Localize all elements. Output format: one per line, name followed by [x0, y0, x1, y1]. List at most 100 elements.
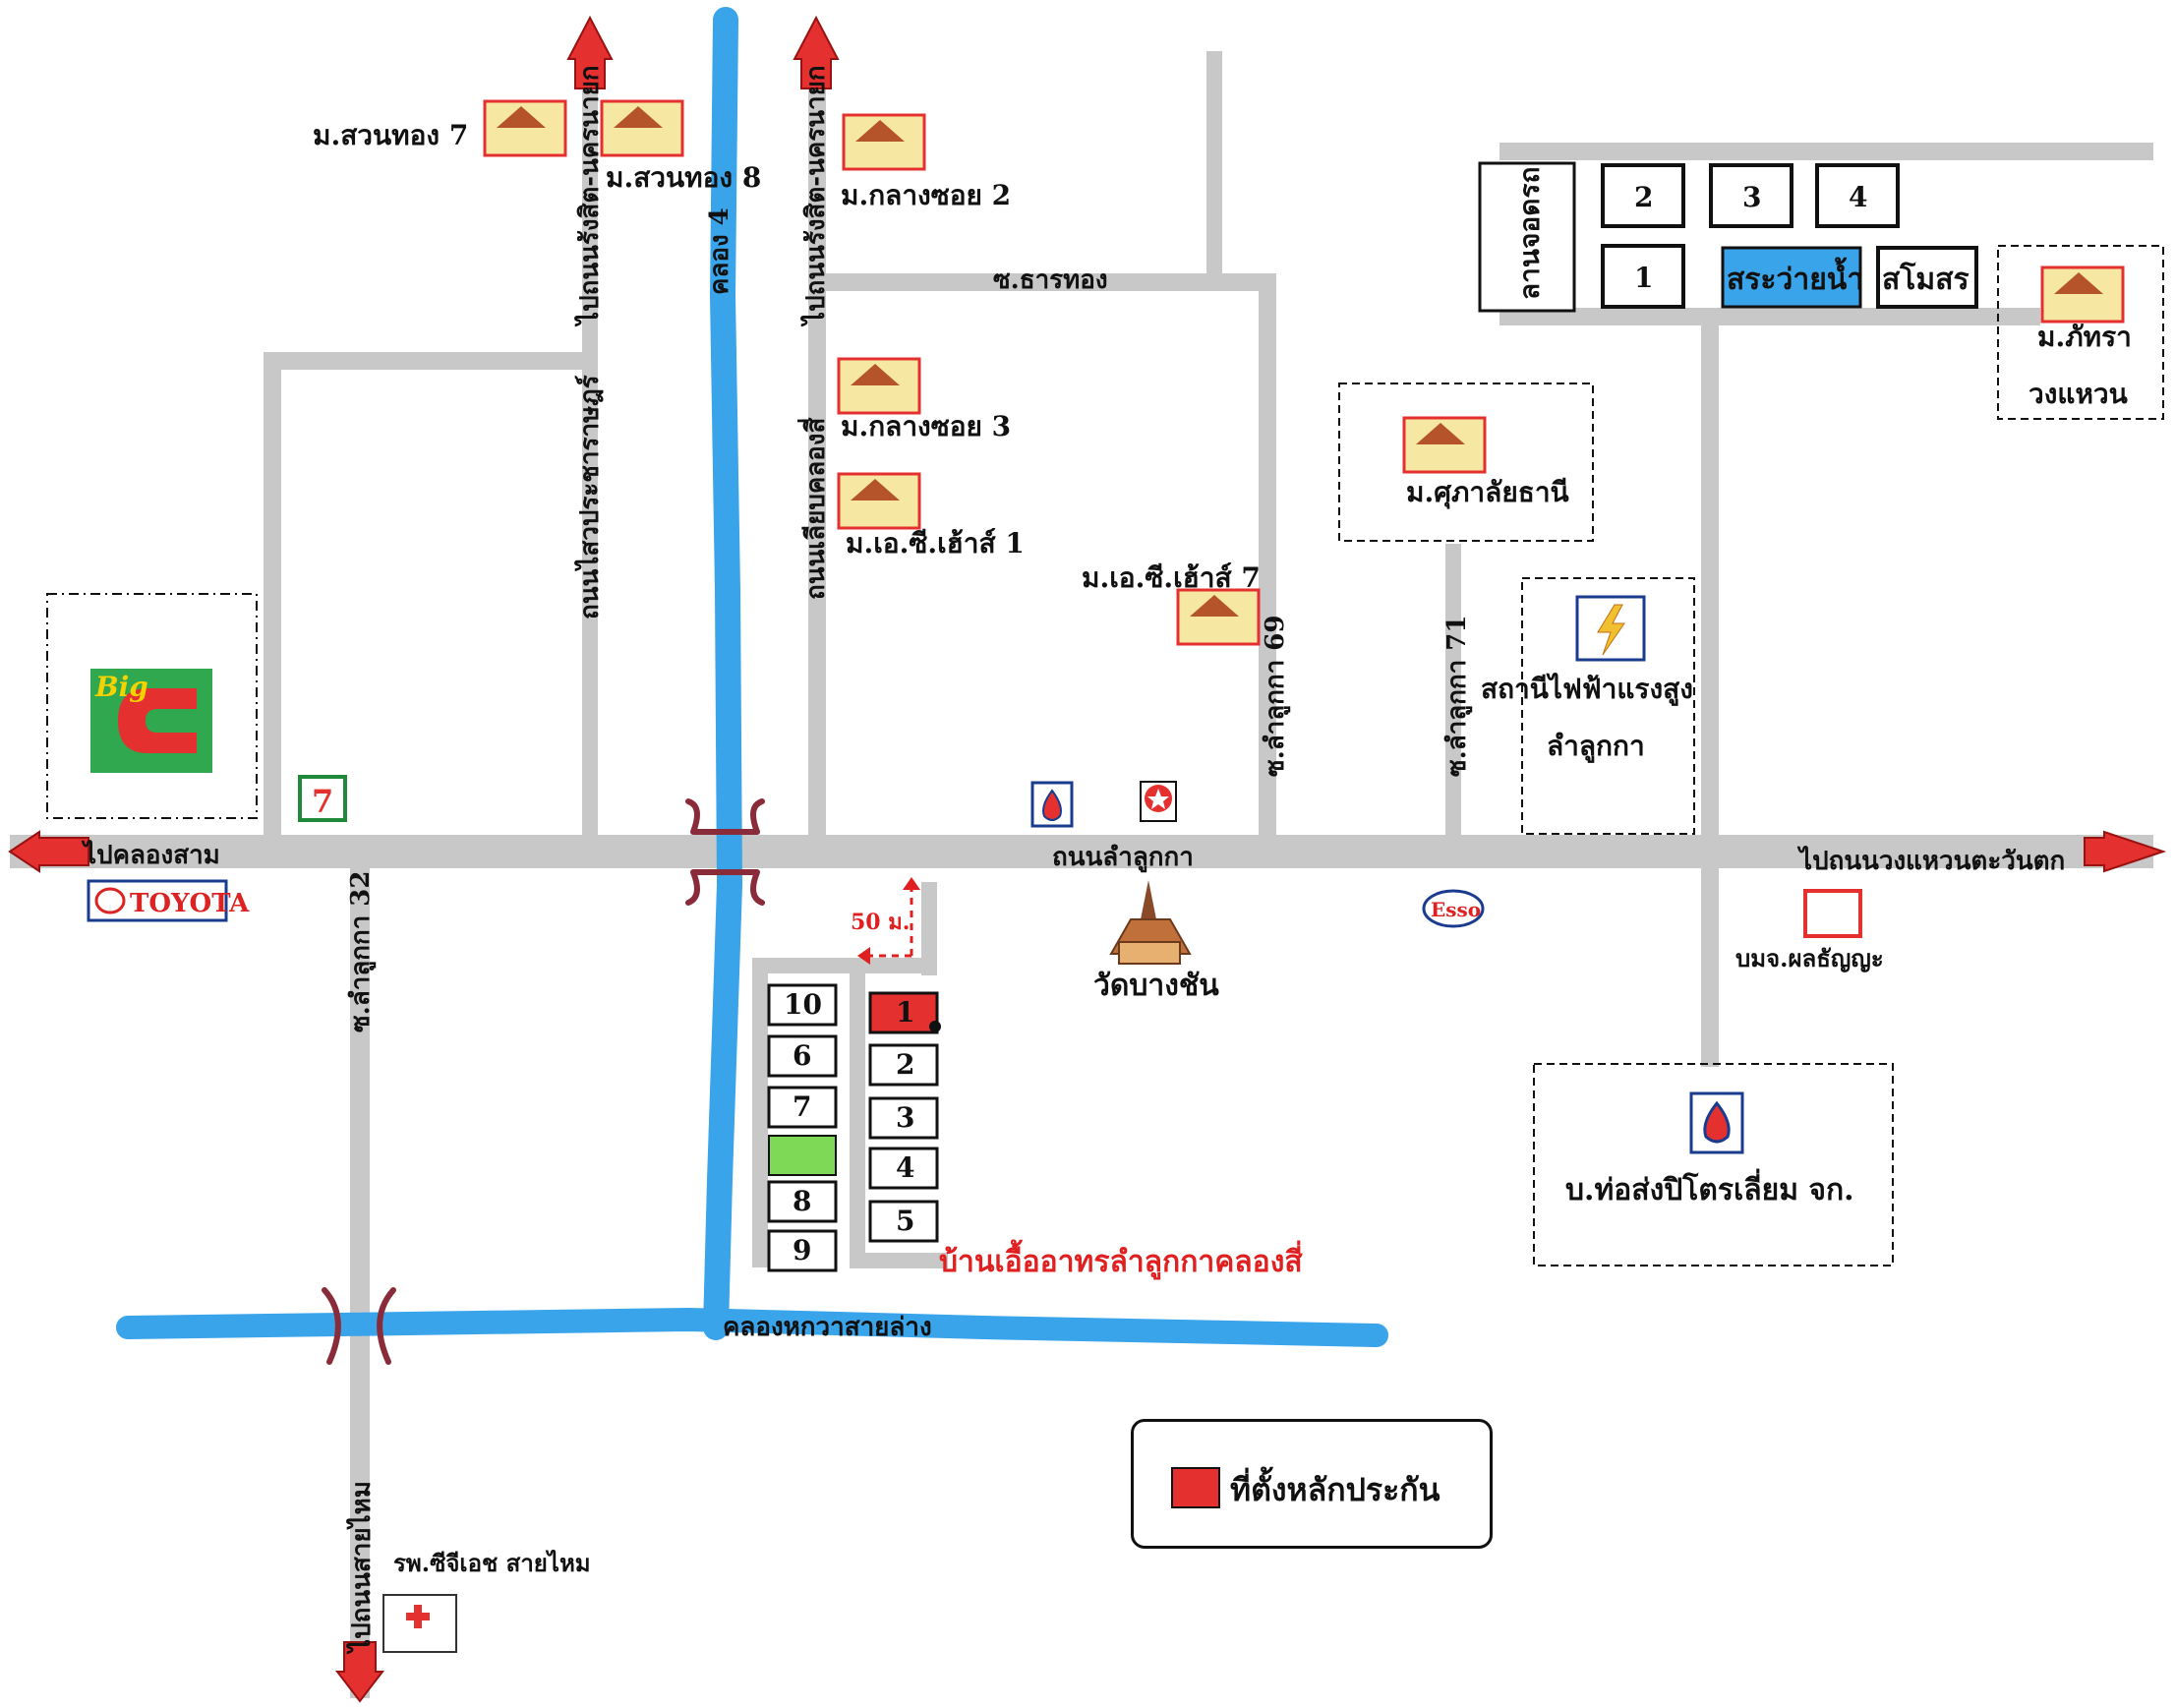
- top-building-4: [1815, 163, 1900, 228]
- block-7: [767, 1086, 838, 1129]
- bridge-north-mark: [685, 798, 765, 835]
- toyota-emblem-icon: [94, 887, 126, 914]
- road-west-loop-left: [264, 352, 281, 839]
- label-liab-khlong: ถนนเลียบคลองสี่: [796, 418, 831, 600]
- house-icon-suphalai: [1402, 416, 1487, 474]
- seven-eleven-icon: 7: [298, 775, 347, 822]
- road-project-left: [752, 958, 768, 1267]
- label-to-khlong-sam: ไปคลองสาม: [81, 839, 220, 870]
- house-icon-klang-soi-2: [842, 113, 926, 171]
- road-east: [1701, 310, 1719, 1067]
- roof-ac-house-1: [851, 479, 900, 501]
- roof-suan-thong-8: [614, 106, 663, 128]
- block-r3: [868, 1096, 939, 1140]
- roof-suan-thong-7: [497, 106, 546, 128]
- road-west-loop-top: [264, 352, 598, 370]
- top-building-4-number: 4: [1849, 181, 1867, 213]
- big-c-text: Big: [94, 671, 148, 703]
- road-top-right-low: [1499, 308, 2040, 325]
- canals: [116, 7, 1388, 1347]
- distance-path: [865, 882, 913, 958]
- house-icon-suan-thong-8: [600, 99, 684, 157]
- label-substation-2: ลำลูกกา: [1547, 730, 1645, 763]
- block-r4-number: 4: [896, 1151, 914, 1184]
- arrows: [8, 15, 2167, 1703]
- esso-oval: [1422, 889, 1485, 928]
- road-liab-khlong: [808, 39, 826, 841]
- arrow-north-2-icon: [793, 15, 840, 89]
- pipeline-flame: [1703, 1100, 1731, 1144]
- label-ac-house-1: ม.เอ.ซี.เฮ้าส์ 1: [846, 527, 1025, 560]
- parking-area: [1478, 161, 1576, 313]
- top-building-3-number: 3: [1742, 181, 1761, 213]
- road-project-top: [752, 958, 937, 973]
- label-soi-32: ซ.ลำลูกกา 32: [346, 871, 377, 1032]
- label-pipeline: บ.ท่อส่งปิโตรเลี่ยม จก.: [1565, 1168, 1854, 1207]
- roof-ac-house-7: [1190, 595, 1239, 617]
- block-r5: [868, 1200, 939, 1243]
- big-c-logo-bg: [90, 669, 212, 773]
- top-building-2-number: 2: [1634, 181, 1653, 213]
- ptt-flame: [1042, 789, 1062, 821]
- label-soi-69: ซ.ลำลูกกา 69: [1261, 616, 1291, 777]
- house-roofs: [497, 106, 2103, 617]
- seven-eleven-bg: [298, 775, 347, 822]
- block-7-number: 7: [793, 1090, 811, 1123]
- block-r1-number: 1: [896, 996, 914, 1029]
- phattra-area: [1997, 245, 2164, 420]
- collateral-dot-icon: [929, 1021, 941, 1032]
- label-khlong-hok-wa: คลองหกวาสายล่าง: [723, 1313, 932, 1342]
- block-r2: [868, 1043, 939, 1087]
- top-building-3: [1709, 163, 1793, 228]
- house-icon-klang-soi-3: [837, 357, 921, 415]
- legend-box: ที่ตั้งหลักประกัน: [1131, 1419, 1493, 1549]
- road-soi-32: [350, 860, 370, 1698]
- label-suphalai: ม.ศุภาลัยธานี: [1406, 476, 1569, 509]
- label-soi-71: ซ.ลำลูกกา 71: [1442, 616, 1473, 777]
- roof-suphalai: [1416, 423, 1465, 444]
- pipeline-logo-icon: [1689, 1091, 1744, 1154]
- label-to-outer-ring: ไปถนนวงแหวนตะวันตก: [1796, 845, 2065, 876]
- bridge-hokwa-mark: [322, 1287, 396, 1365]
- block-8-number: 8: [793, 1185, 811, 1217]
- roof-klang-soi-2: [855, 120, 905, 142]
- block-r3-number: 3: [896, 1101, 914, 1134]
- arrow-east-icon: [2084, 830, 2167, 873]
- toyota-text: TOYOTA: [130, 889, 250, 918]
- hospital-cross-h: [406, 1613, 430, 1620]
- arrow-south-icon: [334, 1641, 385, 1703]
- bridges: [322, 798, 765, 1365]
- big-c-logo: Big: [90, 669, 212, 773]
- clubhouse-area: [1876, 246, 1978, 309]
- roads: [10, 39, 2153, 1698]
- house-icon-ac-house-7: [1176, 588, 1261, 646]
- legend-collateral-swatch: [1171, 1467, 1220, 1508]
- arrow-west-icon: [8, 830, 89, 873]
- road-project-bottom: [850, 1253, 948, 1268]
- label-phon-thanya: บมจ.ผลธัญญะ: [1735, 944, 1884, 972]
- substation-logo-icon: [1575, 595, 1646, 662]
- pool-area: [1721, 246, 1862, 309]
- label-pool: สระว่ายน้ำ: [1727, 257, 1863, 297]
- top-building-1: [1601, 244, 1685, 309]
- label-project-name: บ้านเอื้ออาทรลำลูกกาคลองสี่: [939, 1239, 1303, 1280]
- road-top-stub: [1206, 51, 1222, 279]
- block-r4: [868, 1147, 939, 1190]
- label-phattra-2: วงแหวน: [2028, 378, 2128, 410]
- house-icon-ac-house-1: [837, 472, 921, 530]
- canal-khlong-4: [703, 7, 743, 1340]
- block-r1-collateral: [868, 991, 939, 1034]
- label-to-rangsit-2: ไปถนนรังสิต-นครนายก: [799, 65, 831, 327]
- temple-body: [1118, 941, 1181, 965]
- road-project-north: [921, 882, 937, 975]
- toyota-logo: TOYOTA: [87, 879, 250, 922]
- house-icon-phattra: [2040, 265, 2125, 324]
- label-khlong-4: คลอง 4: [705, 207, 735, 295]
- label-soi-than-thong: ซ.ธารทอง: [993, 265, 1108, 295]
- label-klang-soi-2: ม.กลางซอย 2: [841, 179, 1011, 211]
- road-soi-69: [1259, 273, 1276, 839]
- hospital-icon: [382, 1594, 457, 1653]
- distance-arrow-up-icon: [903, 877, 920, 890]
